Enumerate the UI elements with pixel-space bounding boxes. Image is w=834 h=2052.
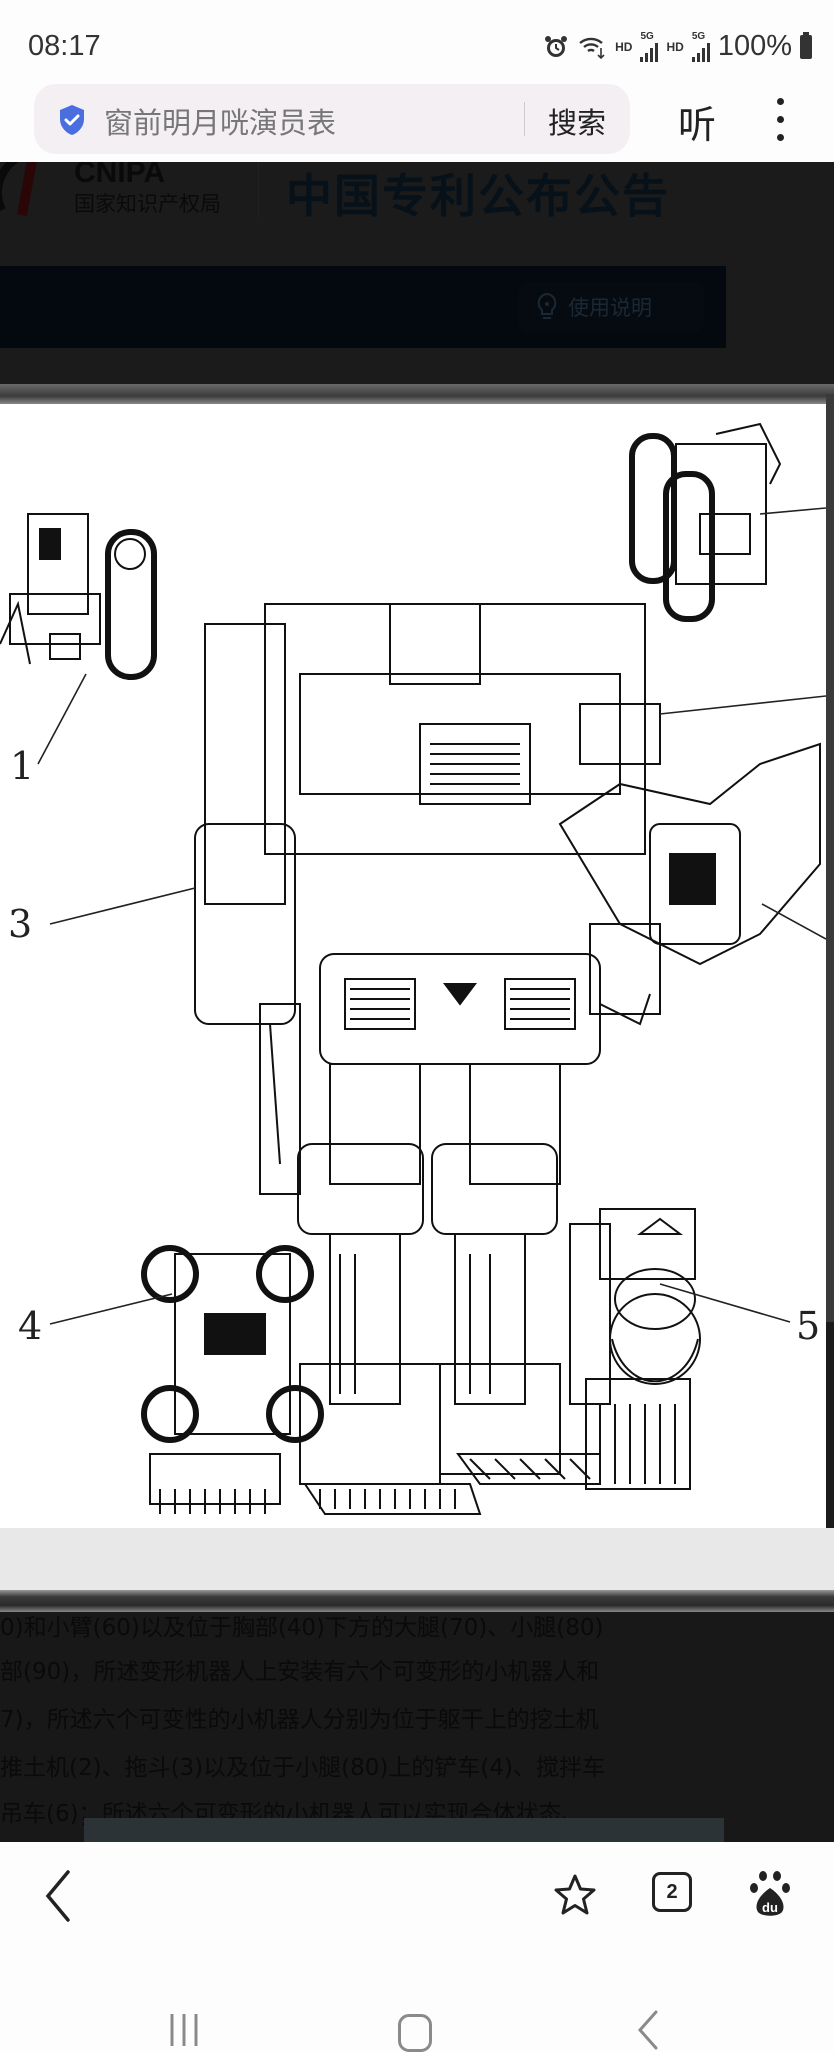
status-bar: 08:17 HD 5G HD 5G 100% <box>0 0 834 80</box>
figure-label-3: 3 <box>8 902 33 946</box>
leader-line-1 <box>37 673 87 765</box>
network-type-1: 5G <box>640 30 654 42</box>
shovel-car-module <box>141 1245 324 1514</box>
help-button[interactable]: 使用说明 <box>518 282 704 332</box>
hd-indicator-2: HD <box>666 39 684 54</box>
abstract-line: 0)和小臂(60)以及位于胸部(40)下方的大腿(70)、小腿(80) <box>0 1615 604 1641</box>
home-icon[interactable] <box>398 2014 432 2052</box>
search-bar[interactable]: 窗前明月咣演员表 搜索 <box>34 84 630 154</box>
floating-panel <box>84 1818 724 1842</box>
leader-line-top-right <box>759 507 827 515</box>
search-input[interactable]: 窗前明月咣演员表 <box>104 106 337 140</box>
hd-indicator-1: HD <box>615 39 633 54</box>
leader-line-3 <box>49 887 196 925</box>
logo-abbr: CNIPA <box>74 162 166 189</box>
status-icons: HD 5G HD 5G 100% <box>543 30 812 63</box>
wifi-icon <box>579 37 605 59</box>
leader-line-right-mid <box>659 695 827 715</box>
leader-line-5 <box>659 1283 791 1323</box>
excavator-module <box>0 513 157 680</box>
figure-label-4: 4 <box>18 1304 43 1348</box>
system-back-icon[interactable] <box>636 2008 660 2052</box>
image-viewer-bottom-edge <box>0 1590 834 1612</box>
tab-count: 2 <box>666 1880 678 1903</box>
abstract-line: 部(90)，所述变形机器人上安装有六个可变形的小机器人和 <box>0 1659 600 1685</box>
leader-line-right-low <box>761 903 827 940</box>
help-label: 使用说明 <box>568 296 652 320</box>
signal-icon <box>691 42 710 62</box>
logo-name: 国家知识产权局 <box>74 192 221 216</box>
more-vertical-icon[interactable] <box>776 98 784 142</box>
site-title: 中国专利公布公告 <box>286 169 670 223</box>
baidu-icon[interactable]: du <box>748 1868 792 1918</box>
figure-label-1: 1 <box>10 744 35 788</box>
search-button[interactable]: 搜索 <box>548 106 607 140</box>
cnipa-logo-icon <box>0 162 37 216</box>
robot-torso <box>264 603 661 1065</box>
star-icon[interactable] <box>552 1872 598 1918</box>
battery-icon <box>800 31 812 59</box>
web-page: CNIPA 国家知识产权局 中国专利公布公告 使用说明 <box>0 162 834 1842</box>
clock: 08:17 <box>28 30 101 62</box>
right-arm <box>558 742 821 1026</box>
back-icon[interactable] <box>40 1866 80 1926</box>
alarm-icon <box>545 35 568 57</box>
logo-divider <box>258 162 259 218</box>
listen-button[interactable]: 听 <box>678 103 717 147</box>
abstract-text: 0)和小臂(60)以及位于胸部(40)下方的大腿(70)、小腿(80) 部(90… <box>0 1612 834 1842</box>
patent-figure[interactable]: 1 3 4 5 <box>0 404 827 1528</box>
image-viewer-top-edge <box>0 384 834 404</box>
figure-label-5: 5 <box>796 1304 821 1348</box>
abstract-line: 推土机(2)、拖斗(3)以及位于小腿(80)上的铲车(4)、搅拌车 <box>0 1755 605 1781</box>
lightbulb-icon <box>537 292 557 319</box>
crane-module <box>629 422 782 622</box>
signal-icon <box>640 42 659 62</box>
recent-apps-icon[interactable] <box>166 2012 202 2048</box>
browser-bottom-bar: 2 du <box>0 1842 834 2052</box>
tabs-button[interactable]: 2 <box>652 1872 692 1912</box>
site-navbar: 使用说明 <box>0 266 726 348</box>
leader-line-4 <box>49 1293 173 1325</box>
trailer-module <box>194 623 301 1195</box>
robot-legs <box>297 1063 601 1515</box>
network-type-2: 5G <box>691 30 706 42</box>
search-divider <box>524 102 525 136</box>
abstract-line: 7)，所述六个可变性的小机器人分别为位于躯干上的挖土机 <box>0 1707 599 1733</box>
scrollbar[interactable] <box>826 394 834 1322</box>
svg-text:du: du <box>762 1900 778 1915</box>
robot-drawing <box>0 422 827 1515</box>
mixer-truck-module <box>569 1208 701 1490</box>
image-viewer-footer <box>0 1528 834 1590</box>
verified-shield-icon <box>60 105 84 135</box>
battery-percent: 100% <box>717 30 792 62</box>
